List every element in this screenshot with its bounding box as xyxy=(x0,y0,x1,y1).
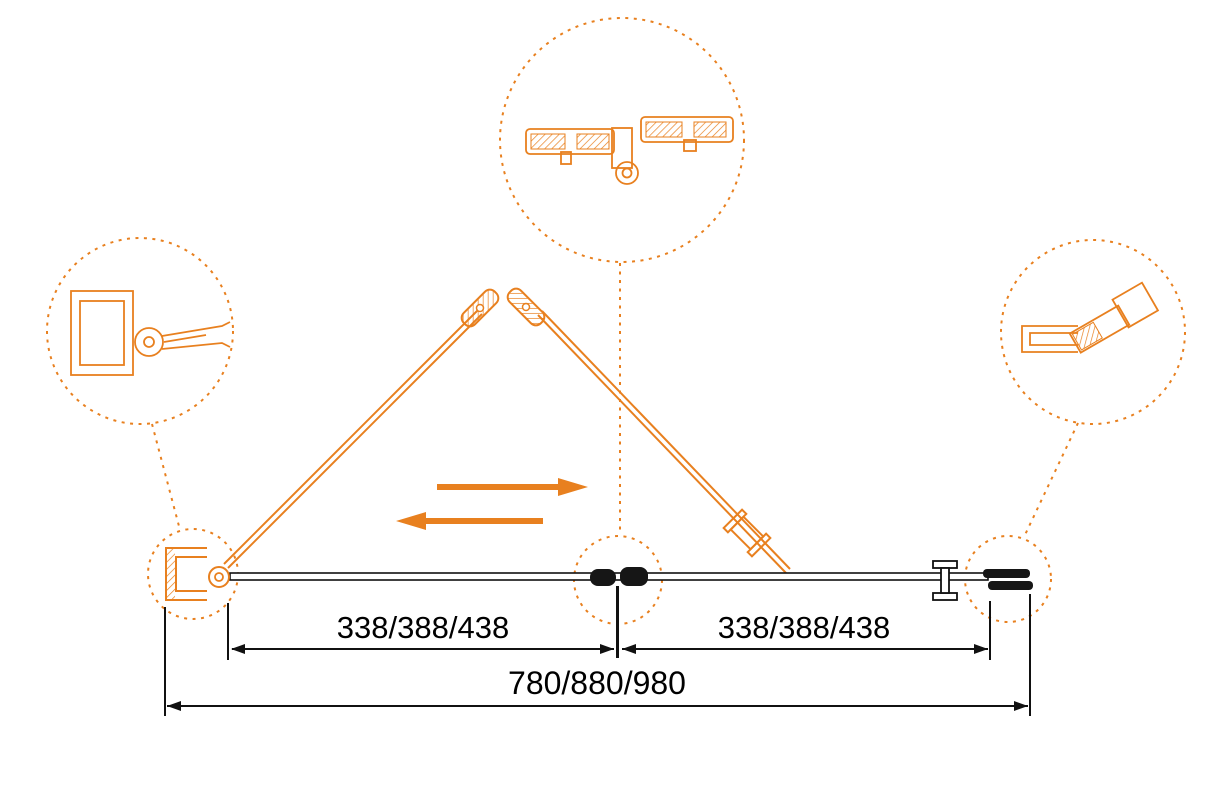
wall-channel-inner xyxy=(175,556,207,592)
right-clamp-body xyxy=(640,116,734,143)
magnetic-closure-profile xyxy=(932,560,1033,601)
center-hinge-right-lobe xyxy=(620,567,648,586)
fork-arm-middle xyxy=(163,334,207,343)
dimensions: 338/388/438 338/388/438 780/880/980 xyxy=(164,594,1031,716)
glass-clamp-profile-detail xyxy=(1021,281,1160,354)
right-clamp-bolt xyxy=(683,139,697,152)
center-hinge-left-lobe xyxy=(590,569,616,586)
left-panel-edge-2 xyxy=(227,313,483,569)
dim-arrow-right-b xyxy=(974,644,988,654)
dim-arrow-left-b xyxy=(600,644,614,654)
detail-bubble-right xyxy=(1000,239,1186,425)
apex-pin-right xyxy=(521,302,531,312)
dimension-label-right: 338/388/438 xyxy=(718,610,890,645)
channel-outer xyxy=(1021,325,1078,353)
wall-channel-hatch xyxy=(166,548,175,600)
left-clamp-body xyxy=(525,128,615,155)
frame-section xyxy=(1111,281,1160,329)
pivot-pin xyxy=(143,336,155,348)
detail-bubbles xyxy=(46,17,1186,625)
detail-ring-right-profile xyxy=(964,535,1052,623)
diagonal-clamp-group xyxy=(1068,281,1160,354)
apex-pin-left xyxy=(475,303,485,313)
leader-line-right xyxy=(1023,422,1079,538)
hinge-plates xyxy=(611,127,633,169)
door-folded-panels xyxy=(223,287,791,574)
center-hinge xyxy=(590,567,648,658)
arrow-left-head xyxy=(396,512,426,530)
right-panel-edge-2 xyxy=(537,314,787,574)
pivot-center xyxy=(214,572,224,582)
leader-line-left xyxy=(151,423,181,531)
door-handle xyxy=(722,508,772,558)
wall-pivot-profile xyxy=(165,547,230,601)
detail-bubble-top xyxy=(499,17,745,263)
dimension-label-overall: 780/880/980 xyxy=(508,665,686,701)
right-clamp-gasket-1 xyxy=(645,121,683,138)
right-clamp-gasket-2 xyxy=(693,121,727,138)
left-panel-edge-1 xyxy=(223,309,479,565)
ibeam-bottom-flange xyxy=(932,592,958,601)
fork-arm-bottom xyxy=(161,342,231,350)
wall-profile-inner xyxy=(79,300,125,366)
ibeam-web xyxy=(940,567,950,594)
handle-cap-2 xyxy=(746,532,772,558)
dim-arrow-right-a xyxy=(622,644,636,654)
handle-cap-1 xyxy=(722,508,748,534)
magnet-strip-2 xyxy=(988,581,1033,590)
folding-hinge-top-view-detail xyxy=(525,116,734,185)
left-clamp-gasket-2 xyxy=(576,133,610,150)
dim-arrow-overall-b xyxy=(1014,701,1028,711)
wall-profile-outer xyxy=(70,290,134,376)
pivot-circle xyxy=(208,566,230,588)
detail-bubble-left xyxy=(46,237,234,425)
channel-inner xyxy=(1029,332,1078,346)
hinge-pivot-circle xyxy=(615,161,639,185)
wall-mount-profile-detail xyxy=(70,290,231,376)
apex-hinge-left xyxy=(460,288,500,328)
open-close-direction-arrows xyxy=(396,478,588,530)
fork-arm-top xyxy=(161,321,231,337)
left-clamp-bolt xyxy=(560,151,572,165)
arrow-right-head xyxy=(558,478,588,496)
apex-hinge-right xyxy=(506,287,546,327)
clamp-gasket xyxy=(1071,321,1103,351)
magnet-strip-1 xyxy=(983,569,1030,578)
dimension-label-left: 338/388/438 xyxy=(337,610,509,645)
dim-arrow-left-a xyxy=(231,644,245,654)
glass-clamp xyxy=(1068,304,1131,354)
right-panel-edge-1 xyxy=(541,310,791,570)
ibeam-top-flange xyxy=(932,560,958,569)
hinge-pivot-pin xyxy=(621,167,633,179)
dim-arrow-overall-a xyxy=(167,701,181,711)
pivot-knuckle xyxy=(134,327,164,357)
left-clamp-gasket-1 xyxy=(530,133,566,150)
